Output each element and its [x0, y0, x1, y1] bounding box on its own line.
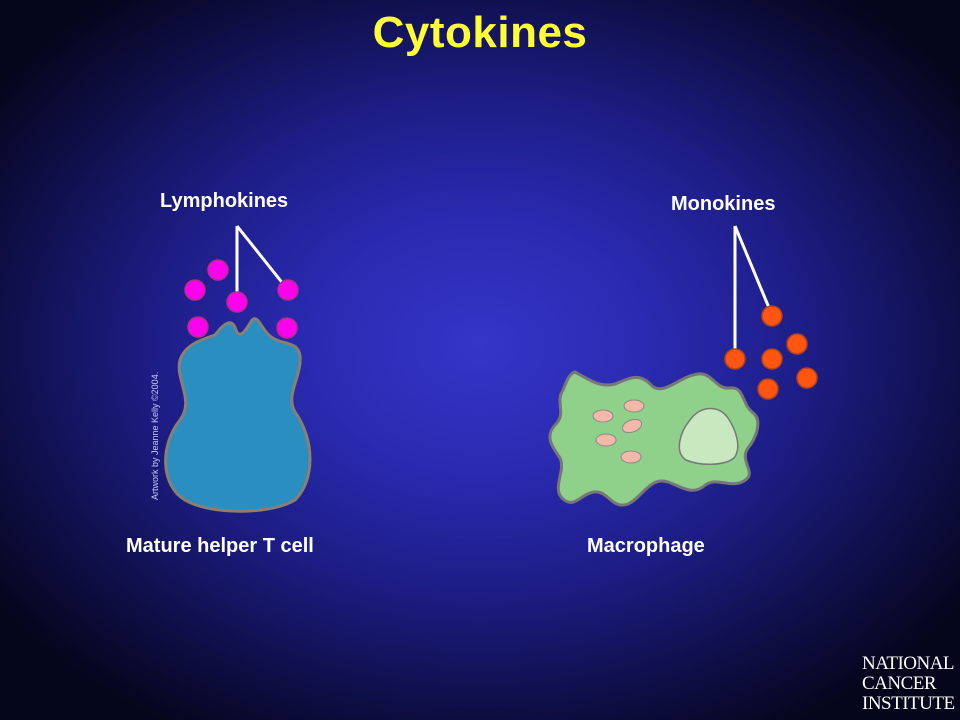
monokine-dot [786, 333, 808, 355]
granule [623, 399, 645, 413]
granule [595, 433, 617, 447]
lymphokine-dot [276, 317, 298, 339]
lymphokine-dot [226, 291, 248, 313]
monokines-leader-lines [733, 225, 774, 358]
monokine-dot [757, 378, 779, 400]
granule [620, 450, 642, 464]
monokines-label: Monokines [671, 193, 776, 215]
lymphokine-dot [207, 259, 229, 281]
granule [621, 418, 643, 434]
t-cell-label: Mature helper T cell [126, 535, 314, 557]
lymphokine-molecules [184, 259, 299, 339]
lymphokine-dot [184, 279, 206, 301]
logo-line-cancer: CANCER [862, 673, 937, 694]
monokine-molecules [724, 305, 818, 400]
logo-line-national: NATIONAL [862, 653, 955, 674]
macrophage-label: Macrophage [587, 535, 705, 557]
nci-logo: NATIONAL CANCER INSTITUTE [862, 653, 955, 716]
lymphokines-leader-lines [235, 225, 290, 302]
slide-title: Cytokines [372, 8, 588, 57]
monokine-dot [724, 348, 746, 370]
monokine-dot [761, 348, 783, 370]
macrophage-body [548, 370, 760, 507]
macrophage-granules [592, 399, 645, 464]
macrophage-nucleus [678, 407, 739, 465]
monokine-dot [796, 367, 818, 389]
lymphokine-dot [187, 316, 209, 338]
artwork-credit: Artwork by Jeanne Kelly ©2004. [150, 371, 160, 500]
t-cell-body [164, 317, 312, 513]
lymphokine-dot [277, 279, 299, 301]
lymphokines-label: Lymphokines [160, 190, 289, 212]
logo-line-institute: INSTITUTE [862, 693, 955, 714]
granule [592, 409, 614, 423]
monokine-dot [761, 305, 783, 327]
